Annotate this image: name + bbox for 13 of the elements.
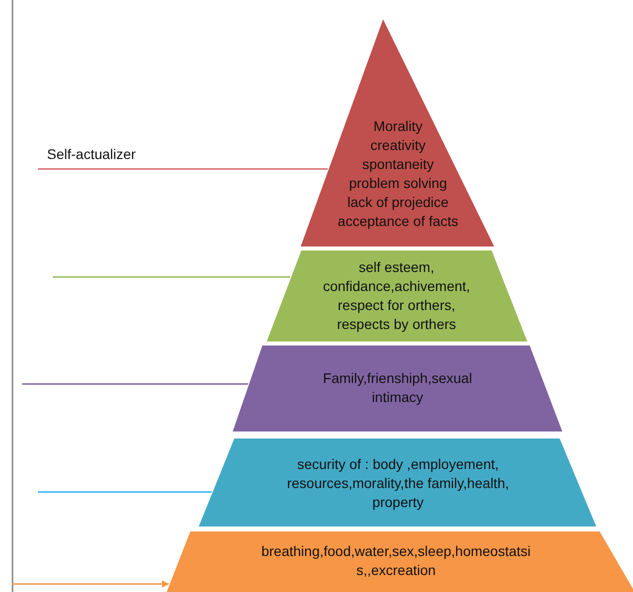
tier-text: breathing,food,water,sex,sleep,homeostatsi s,,excreation [260, 542, 532, 580]
arrow [12, 580, 170, 588]
tier-text: self esteem, confidance,achivement, respect for orthers, respects by orthers [322, 258, 472, 334]
leader-line [38, 168, 328, 170]
tier-text: security of : body ,employement, resources,morality,the family,health, property [286, 455, 510, 512]
tier-text: lack of projedice [346, 193, 450, 212]
tier-text: problem solving [348, 174, 448, 193]
level-label: Self-actualizer [47, 145, 136, 164]
tier-text: acceptance of facts [336, 212, 460, 231]
tier-text: Morality [372, 117, 424, 136]
tier-text: Family,frienshiph,sexual intimacy [322, 369, 474, 407]
tier-text: spontaneity [361, 155, 435, 174]
tier-text: creativity [369, 136, 427, 155]
